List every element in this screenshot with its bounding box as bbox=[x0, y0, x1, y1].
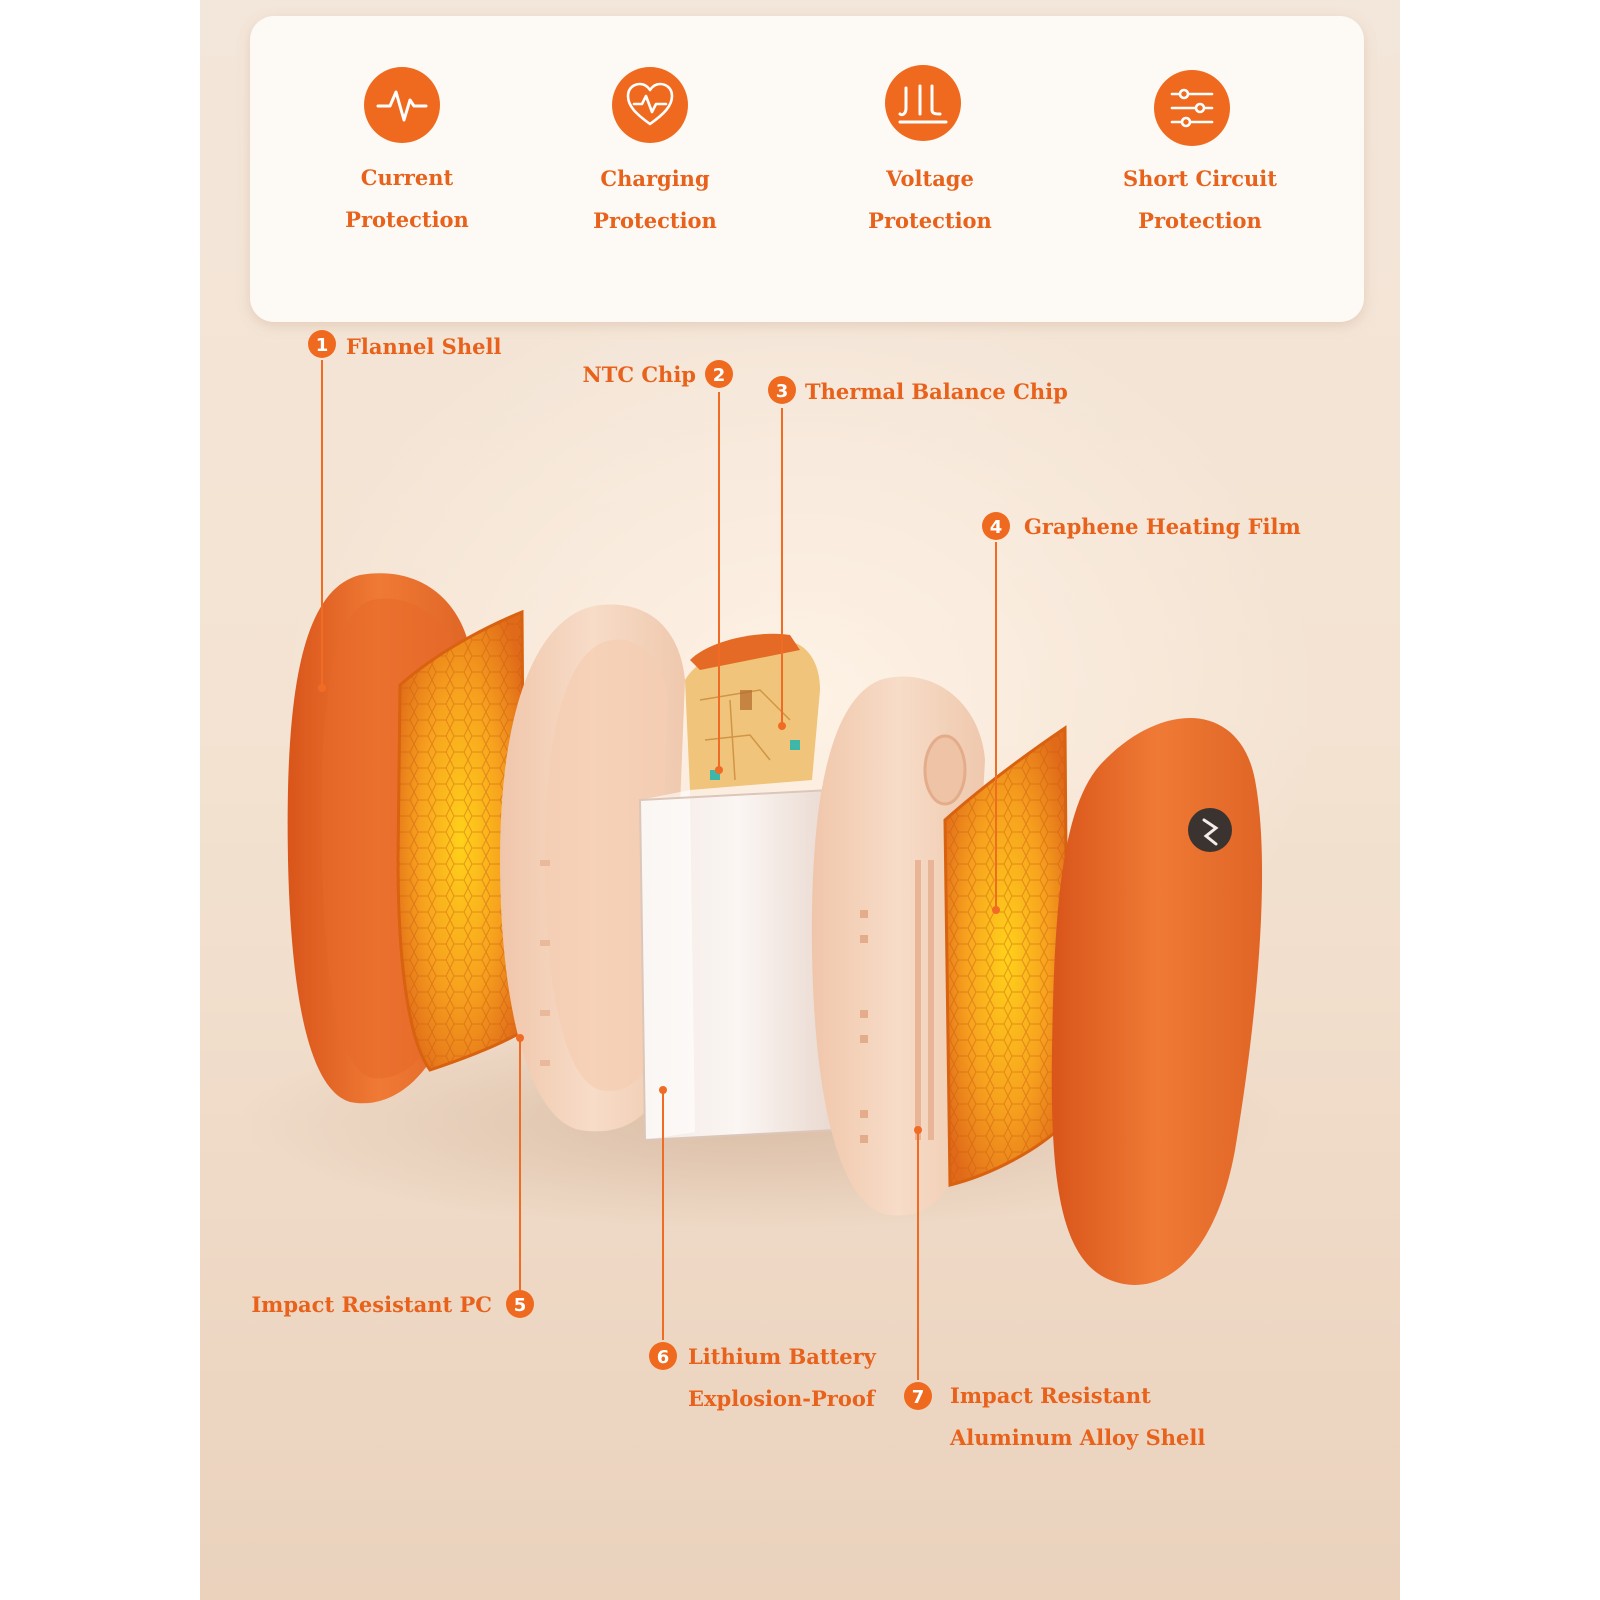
callout-badge-3 bbox=[768, 376, 796, 404]
feature-voltage-line2: Protection bbox=[868, 208, 992, 233]
feature-charging-line2: Protection bbox=[593, 208, 717, 233]
feature-charging bbox=[612, 67, 688, 143]
callout-number-1: 1 bbox=[316, 335, 329, 356]
callout-label-6-line1: Lithium Battery bbox=[688, 1344, 877, 1369]
feature-current bbox=[364, 67, 440, 143]
callout-badge-5 bbox=[506, 1290, 534, 1318]
callout-badge-4 bbox=[982, 512, 1010, 540]
callout-label-1: Flannel Shell bbox=[346, 334, 501, 359]
features-panel bbox=[250, 16, 1364, 322]
feature-current-line1: Current bbox=[361, 165, 454, 190]
lithium-battery bbox=[638, 788, 837, 1142]
feature-icon-circle bbox=[364, 67, 440, 143]
callout-badge-6 bbox=[649, 1342, 677, 1370]
callout-badge-1 bbox=[308, 330, 336, 358]
callout-label-2: NTC Chip bbox=[583, 362, 697, 387]
callout-label-6-line2: Explosion-Proof bbox=[688, 1386, 877, 1411]
sliders-icon bbox=[1170, 88, 1214, 128]
feature-voltage-line1: Voltage bbox=[885, 166, 974, 191]
callout-number-5: 5 bbox=[514, 1295, 527, 1316]
callout-number-2: 2 bbox=[713, 365, 726, 386]
heart-shield-icon bbox=[626, 82, 674, 126]
callout-number-7: 7 bbox=[912, 1387, 925, 1408]
pc-frame bbox=[500, 604, 685, 1132]
callout-badge-2 bbox=[705, 360, 733, 388]
power-button bbox=[1188, 808, 1232, 852]
feature-short-circuit bbox=[1154, 70, 1230, 146]
alloy-shell bbox=[811, 676, 985, 1216]
voltage-icon bbox=[898, 84, 948, 124]
callout-label-5: Impact Resistant PC bbox=[251, 1292, 492, 1317]
feature-short-circuit-line2: Protection bbox=[1138, 208, 1262, 233]
heating-film-right bbox=[943, 725, 1070, 1187]
feature-voltage bbox=[885, 65, 961, 141]
callout-number-4: 4 bbox=[990, 517, 1003, 538]
flannel-shell-right bbox=[1051, 717, 1263, 1285]
waveform-icon bbox=[376, 90, 428, 122]
callout-label-7-line1: Impact Resistant bbox=[950, 1383, 1151, 1408]
callout-number-3: 3 bbox=[776, 381, 789, 402]
feature-current-line2: Protection bbox=[345, 207, 469, 232]
callout-label-3: Thermal Balance Chip bbox=[805, 379, 1068, 404]
callout-badge-7 bbox=[904, 1382, 932, 1410]
feature-icon-circle bbox=[885, 65, 961, 141]
callout-label-4: Graphene Heating Film bbox=[1024, 514, 1301, 539]
heating-film-left bbox=[396, 609, 527, 1072]
feature-charging-line1: Charging bbox=[600, 166, 710, 191]
callout-label-7-line2: Aluminum Alloy Shell bbox=[949, 1425, 1205, 1450]
circuit-board bbox=[685, 633, 820, 790]
feature-short-circuit-line1: Short Circuit bbox=[1123, 166, 1277, 191]
callout-number-6: 6 bbox=[657, 1347, 670, 1368]
